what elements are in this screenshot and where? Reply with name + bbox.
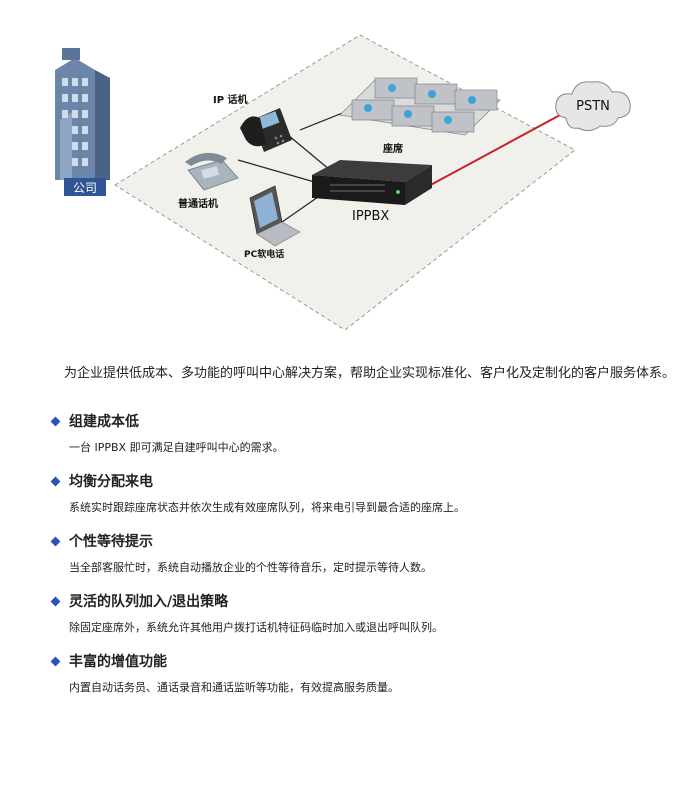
pstn-cloud-icon [555, 81, 631, 132]
feature-item: 均衡分配来电 系统实时跟踪座席状态并依次生成有效座席队列，将来电引导到最合适的座… [50, 468, 472, 520]
company-label: 公司 [73, 181, 97, 195]
company-label-box [64, 178, 106, 196]
feature-list: 组建成本低 一台 IPPBX 即可满足自建呼叫中心的需求。 均衡分配来电 系统实… [50, 408, 472, 708]
connection-lines [237, 99, 376, 223]
analog-phone-label: 普通话机 [178, 197, 218, 210]
ippbx-server-icon [312, 160, 432, 205]
feature-description: 一台 IPPBX 即可满足自建呼叫中心的需求。 [69, 441, 284, 454]
ippbx-label: IPPBX [352, 209, 389, 224]
feature-description: 内置自动话务员、通话录音和通话监听等功能，有效提高服务质量。 [69, 681, 399, 694]
ip-phone-icon [240, 108, 292, 152]
network-diagram: 公司 座席 IP 话机 普通话机 [55, 34, 631, 331]
pc-softphone-label: PC软电话 [244, 248, 284, 260]
feature-title: 个性等待提示 [69, 534, 153, 550]
feature-item: 丰富的增值功能 内置自动话务员、通话录音和通话监听等功能，有效提高服务质量。 [50, 648, 472, 700]
feature-item: 灵活的队列加入/退出策略 除固定座席外，系统允许其他用户拨打话机特征码临时加入或… [50, 588, 472, 640]
seats-label: 座席 [382, 142, 403, 155]
feature-title: 组建成本低 [69, 414, 139, 430]
laptop-icon [249, 185, 301, 247]
pstn-label: PSTN [576, 99, 610, 114]
feature-title: 均衡分配来电 [69, 474, 153, 490]
feature-item: 组建成本低 一台 IPPBX 即可满足自建呼叫中心的需求。 [50, 408, 472, 460]
feature-item: 个性等待提示 当全部客服忙时，系统自动播放企业的个性等待音乐，定时提示等待人数。 [50, 528, 472, 580]
diamond-bullet-icon [50, 656, 61, 666]
analog-phone-icon [185, 152, 239, 191]
feature-title: 灵活的队列加入/退出策略 [69, 594, 229, 610]
diamond-bullet-icon [50, 416, 61, 426]
intro-paragraph: 为企业提供低成本、多功能的呼叫中心解决方案，帮助企业实现标准化、客户化及定制化的… [64, 366, 676, 381]
feature-description: 除固定座席外，系统允许其他用户拨打话机特征码临时加入或退出呼叫队列。 [69, 621, 443, 634]
diamond-bullet-icon [50, 596, 61, 606]
feature-description: 系统实时跟踪座席状态并依次生成有效座席队列，将来电引导到最合适的座席上。 [69, 501, 465, 514]
diamond-bullet-icon [50, 476, 61, 486]
ip-phone-label: IP 话机 [213, 93, 248, 106]
pstn-trunk-line [424, 114, 561, 189]
agent-seats-icon [339, 77, 501, 136]
feature-description: 当全部客服忙时，系统自动播放企业的个性等待音乐，定时提示等待人数。 [69, 561, 432, 574]
diamond-bullet-icon [50, 536, 61, 546]
feature-title: 丰富的增值功能 [69, 654, 167, 670]
company-building-icon [55, 48, 110, 180]
